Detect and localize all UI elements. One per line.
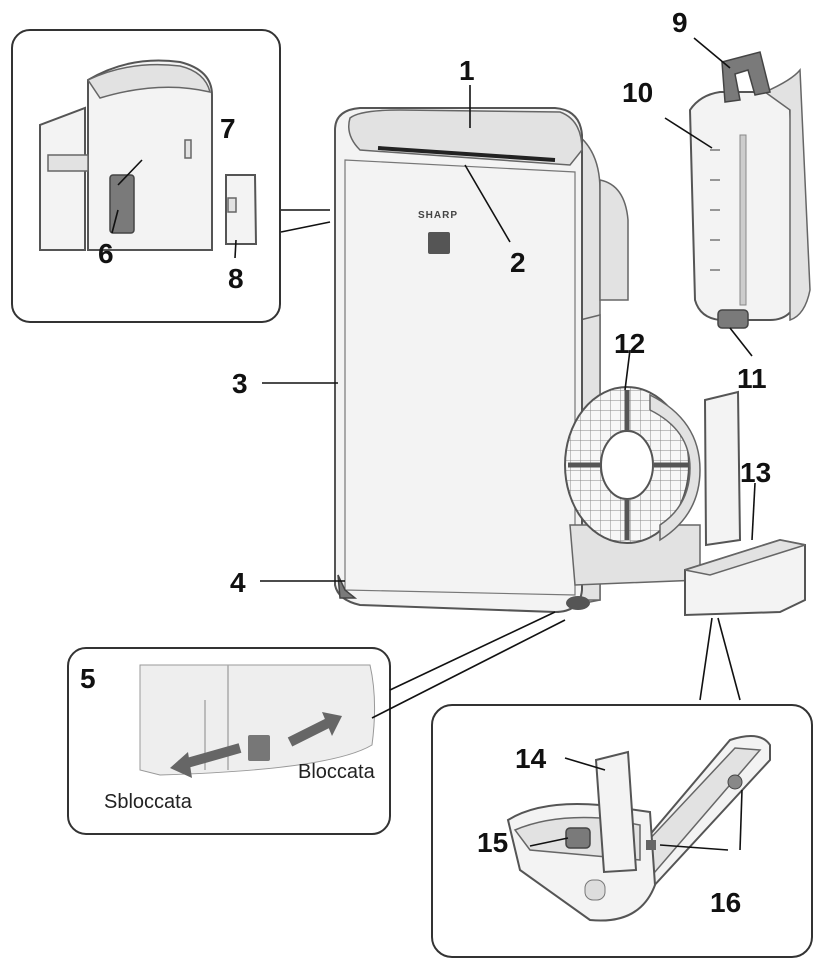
inset-connector [280,221,331,233]
float-part [565,827,591,849]
label-14: 14 [515,743,547,774]
label-12: 12 [614,328,645,359]
label-10: 10 [622,77,653,108]
tray-detail-panel [431,704,813,958]
brand-logo: SHARP [418,210,458,221]
lock-detail-panel: Sbloccata Bloccata [67,647,391,835]
label-2: 2 [510,247,526,278]
tank-handle [721,51,771,103]
label-11: 11 [737,363,767,394]
plasmacluster-logo [428,232,450,254]
tank-cap [717,309,749,329]
inset-panel-side [11,29,281,323]
number-labels: 1 2 3 4 5 6 7 8 9 10 11 12 13 14 15 16 [80,7,771,918]
tray-connector [717,617,741,701]
label-16: 16 [710,887,741,918]
label-6: 6 [98,238,114,269]
label-9: 9 [672,7,688,38]
label-15: 15 [477,827,508,858]
tray-connector [699,617,713,701]
leader-lines [111,37,756,851]
unlocked-label: Sbloccata [104,791,193,813]
label-4: 4 [230,567,246,598]
lock-connector [371,619,566,719]
locked-label: Bloccata [298,761,376,783]
tray-plate [594,750,638,874]
label-5: 5 [80,663,96,694]
lock-connector [389,611,556,691]
label-13: 13 [740,457,771,488]
label-8: 8 [228,263,244,294]
water-tank [688,51,811,329]
side-cover [225,174,258,245]
label-1: 1 [459,55,475,86]
label-7: 7 [220,113,236,144]
lock-slider [248,735,270,761]
label-3: 3 [232,368,248,399]
filter-tray [564,386,806,617]
